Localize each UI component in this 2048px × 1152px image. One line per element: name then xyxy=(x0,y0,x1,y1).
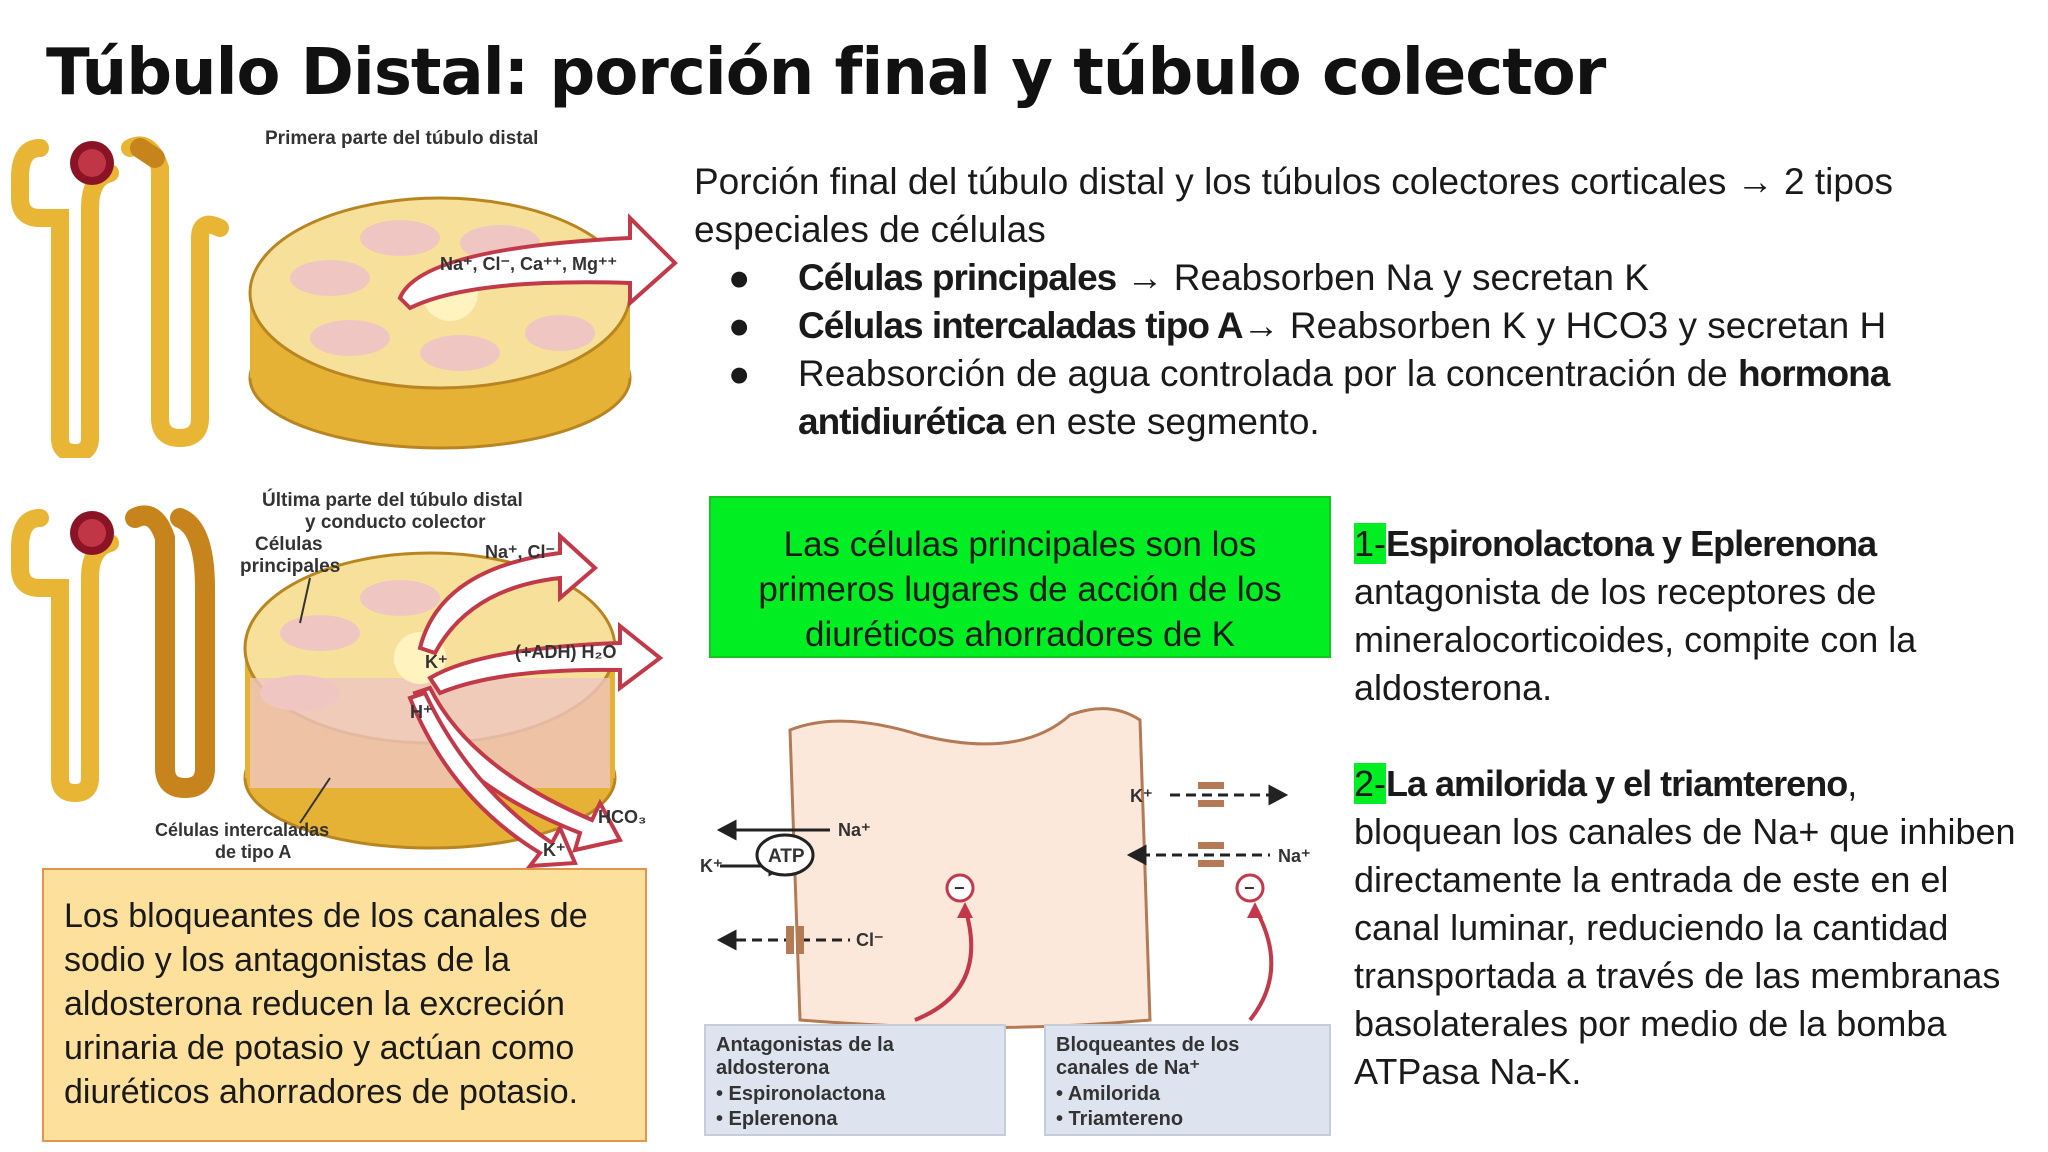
drug-description: bloquean los canales de Na+ que inhiben … xyxy=(1354,811,2016,1092)
inhibition-icon xyxy=(1235,873,1265,903)
bullet-marker: ● xyxy=(728,305,751,346)
distal-tubule-last-part-figure: Última parte del túbulo distal y conduct… xyxy=(11,489,664,868)
list-item: ● Células intercaladas tipo A→ Reabsorbe… xyxy=(728,302,1988,350)
ion-adh-label: (+ADH) H₂O xyxy=(515,642,617,662)
bullet-text: → Reabsorben K y HCO3 y secretan H xyxy=(1242,305,1887,346)
box-left-title-2: aldosterona xyxy=(716,1057,830,1079)
aldosterone-antagonists-box xyxy=(704,1024,1006,1136)
drug-block-1: 1-Espironolactona y Eplerenona antagonis… xyxy=(1354,520,2024,712)
inhibition-arrow xyxy=(914,907,974,1022)
drug-number: 1- xyxy=(1354,523,1387,564)
ion-hco3-label: HCO₃ xyxy=(598,807,646,827)
nephron-icon xyxy=(11,136,229,458)
atp-label: ATP xyxy=(768,846,805,867)
drug-description: antagonista de los receptores de mineral… xyxy=(1354,571,1917,708)
box-left-item: • Espironolactona xyxy=(716,1083,886,1105)
minus-sign: − xyxy=(1244,878,1255,898)
bullet-marker: ● xyxy=(728,353,751,394)
bullet-text-after: en este segmento. xyxy=(1005,401,1320,442)
ion-h-label: H⁺ xyxy=(410,702,433,722)
bullet-text: Reabsorción de agua controlada por la co… xyxy=(798,353,1739,394)
principal-cells-label-2: principales xyxy=(240,556,340,577)
sodium-channel-blockers-box xyxy=(1044,1024,1331,1136)
inhibition-icon xyxy=(945,873,975,903)
cell-body xyxy=(788,707,1152,1029)
ion-label: Na⁺, Cl⁻, Ca⁺⁺, Mg⁺⁺ xyxy=(440,254,617,274)
drug-name: La amilorida y el triamtereno xyxy=(1386,763,1848,804)
luminal-transport xyxy=(1126,782,1289,867)
nephron-icon xyxy=(11,505,215,803)
tubule-cross-section xyxy=(248,196,632,450)
box-left-item: • Eplerenona xyxy=(716,1108,838,1130)
bullet-bold: hormona antidiurética xyxy=(798,353,1890,442)
k-right-label: K⁺ xyxy=(1130,786,1153,806)
distal-tubule-first-part-figure: Na⁺, Cl⁻, Ca⁺⁺, Mg⁺⁺ Primera parte del t… xyxy=(11,128,678,458)
figure-bottom-label-1: Última parte del túbulo distal xyxy=(262,489,523,511)
principal-cells-label-1: Células xyxy=(255,534,323,555)
cl-left-label: Cl⁻ xyxy=(856,930,884,950)
bullet-bold: Células intercaladas tipo A xyxy=(798,305,1244,346)
page-title: Túbulo Distal: porción final y túbulo co… xyxy=(46,36,1606,110)
bullet-marker: ● xyxy=(728,257,751,298)
inhibition-arrow xyxy=(1248,907,1274,1022)
atp-pump xyxy=(755,833,815,877)
ion-k-out-label: K⁺ xyxy=(543,840,566,860)
intercalated-cells-label-1: Células intercaladas xyxy=(155,820,329,840)
intro-text: Porción final del túbulo distal y los tú… xyxy=(694,161,1893,250)
figure-top-label: Primera parte del túbulo distal xyxy=(265,128,538,149)
na-right-label: Na⁺ xyxy=(1278,846,1311,866)
na-left-label: Na⁺ xyxy=(838,820,871,840)
bullet-bold: Células principales xyxy=(798,257,1117,298)
potassium-sparing-callout: Los bloqueantes de los canales de sodio … xyxy=(42,868,647,1142)
drug-block-2: 2-La amilorida y el triamtereno, bloquea… xyxy=(1354,760,2024,1096)
k-left-label: K⁺ xyxy=(700,856,723,876)
drug-name: Espironolactona y Eplerenona xyxy=(1386,523,1877,564)
drug-number: 2- xyxy=(1354,763,1387,804)
minus-sign: − xyxy=(954,878,965,898)
ion-k-in-label: K⁺ xyxy=(425,652,448,672)
box-right-item: • Triamtereno xyxy=(1056,1108,1183,1130)
intercalated-cells-label-2: de tipo A xyxy=(215,842,291,862)
list-item: ● Células principales → Reabsorben Na y … xyxy=(728,254,1988,302)
ion-arrow xyxy=(397,213,678,311)
ion-nacl-label: Na⁺, Cl⁻ xyxy=(485,542,555,562)
box-right-item: • Amilorida xyxy=(1056,1083,1161,1105)
drug-name-comma: , xyxy=(1847,763,1858,804)
box-right-title-1: Bloqueantes de los xyxy=(1056,1034,1239,1056)
list-item: ● Reabsorción de agua controlada por la … xyxy=(728,350,1988,446)
ion-arrows xyxy=(407,531,664,868)
box-right-title-2: canales de Na⁺ xyxy=(1056,1057,1200,1079)
figure-bottom-label-2: y conducto colector xyxy=(305,512,486,533)
box-left-title-1: Antagonistas de la xyxy=(716,1034,895,1056)
bullet-text: → Reabsorben Na y secretan K xyxy=(1116,257,1649,298)
principal-cells-callout: Las células principales son los primeros… xyxy=(709,496,1331,658)
principal-cell-diagram: ATP Na⁺ K⁺ Cl⁻ K⁺ Na⁺ − − Antagonistas d… xyxy=(700,707,1331,1136)
cell-types-list: ● Células principales → Reabsorben Na y … xyxy=(728,254,1988,446)
